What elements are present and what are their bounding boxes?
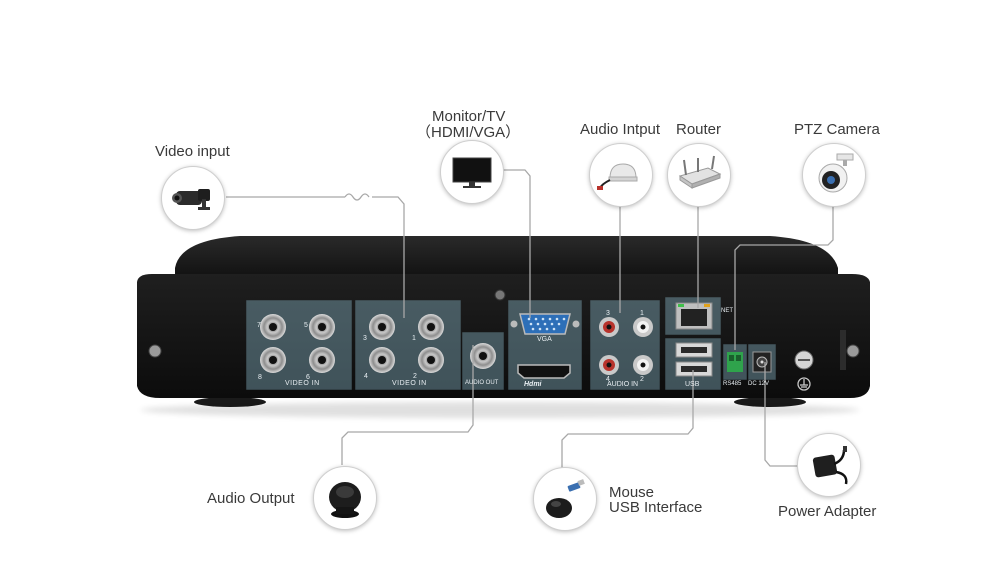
vga-port: [510, 313, 580, 335]
ethernet-port: [675, 302, 713, 330]
video-input-label: Video input: [155, 143, 230, 160]
mouse-label-line2: USB Interface: [609, 499, 703, 516]
bnc-num-4: 4: [364, 373, 368, 380]
monitor-label-line1: Monitor/TV: [432, 108, 506, 125]
audio-input-label: Audio Intput: [580, 121, 661, 138]
microphone-icon: [589, 143, 653, 207]
audio-output-label: Audio Output: [207, 490, 295, 507]
bnc-num-7: 7: [257, 322, 261, 329]
video-in-label-a: VIDEO IN: [285, 380, 320, 387]
bnc-num-6: 6: [306, 374, 310, 381]
bnc-num-2: 2: [413, 373, 417, 380]
usb-ports: [675, 342, 713, 377]
router-label: Router: [676, 121, 722, 138]
video-in-label-b: VIDEO IN: [392, 380, 427, 387]
monitor-icon: [440, 140, 504, 204]
usb-label: USB: [685, 381, 700, 388]
bnc-num-3: 3: [363, 335, 367, 342]
mouse-icon: [533, 467, 597, 531]
dvr-lid: [175, 236, 838, 278]
mouse-label-line1: Mouse: [609, 484, 655, 501]
video-in-panel-a: [246, 300, 352, 390]
power-adapter-icon: [797, 433, 861, 497]
rca-num-1: 1: [640, 310, 644, 317]
rca-num-3: 3: [606, 310, 610, 317]
hdmi-port: [517, 364, 571, 379]
hdmi-logo: Hdmi: [524, 381, 542, 388]
router-icon: [667, 143, 731, 207]
bnc-connectors-b: [369, 314, 444, 373]
bnc-num-5: 5: [304, 322, 308, 329]
audio-out-panel: [462, 332, 504, 390]
bnc-connectors-a: [260, 314, 335, 373]
audio-in-label: AUDIO IN: [607, 381, 639, 388]
bnc-num-8: 8: [258, 374, 262, 381]
video-in-panel-b: [355, 300, 461, 390]
rs485-terminal: [727, 352, 743, 372]
ptz-camera-icon: [802, 143, 866, 207]
bnc-num-1: 1: [412, 335, 416, 342]
power-adapter-label: Power Adapter: [778, 503, 877, 520]
rca-num-2: 2: [640, 376, 644, 383]
net-label: NET: [721, 308, 733, 314]
ptz-camera-label: PTZ Camera: [794, 121, 880, 138]
audio-in-panel: [590, 300, 660, 390]
monitor-label-line2: （HDMI/VGA）: [416, 124, 521, 141]
speaker-icon: [313, 466, 377, 530]
vga-label: VGA: [537, 336, 552, 343]
rca-num-4: 4: [606, 376, 610, 383]
audio-out-label: AUDIO OUT: [465, 380, 499, 386]
camera-icon: [161, 166, 225, 230]
rs485-label: RS485: [723, 381, 742, 387]
callout-lines: [226, 169, 834, 468]
ground-symbol: [797, 377, 811, 391]
rca-connectors: [599, 317, 653, 375]
dc-jack: [752, 351, 772, 373]
dc-label: DC 12V: [748, 381, 770, 387]
